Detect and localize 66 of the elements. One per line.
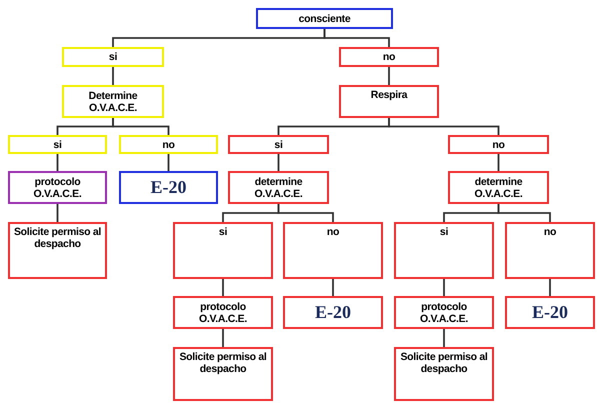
- flow-box: [256, 8, 393, 29]
- connector-line: [443, 329, 445, 347]
- connector-line: [278, 154, 280, 171]
- connector-line: [222, 279, 224, 296]
- flow-box: [448, 135, 549, 154]
- connector-line: [278, 204, 334, 222]
- box-text: protocolo O.V.A.C.E.: [419, 300, 469, 324]
- flow-box: [119, 135, 218, 154]
- flow-box: [339, 85, 439, 118]
- flow-box: [505, 222, 595, 279]
- box-text: no: [382, 51, 396, 63]
- flow-box: [448, 171, 549, 204]
- box-text: Solicite permiso al despacho: [178, 351, 268, 375]
- box-text: no: [326, 226, 340, 238]
- connector-line: [549, 279, 551, 296]
- box-text: E-20: [315, 302, 351, 323]
- flow-box: [173, 296, 273, 329]
- box-text: determine O.V.A.C.E.: [254, 176, 304, 200]
- connector-line: [56, 204, 58, 222]
- flow-box: [228, 135, 329, 154]
- connector-line: [112, 67, 114, 85]
- flow-box: [283, 222, 383, 279]
- flow-box: [394, 222, 494, 279]
- connector-line: [222, 329, 224, 347]
- flow-box: [283, 296, 383, 329]
- box-text: consciente: [298, 12, 350, 24]
- box-text: determine O.V.A.C.E.: [474, 176, 524, 200]
- box-text: si: [53, 138, 62, 150]
- box-text: si: [218, 226, 228, 238]
- connector-line: [498, 204, 551, 222]
- flow-box: [8, 171, 107, 204]
- box-text: Solicite permiso al despacho: [12, 226, 102, 250]
- connector-line: [112, 118, 170, 135]
- flow-box: [119, 171, 218, 204]
- connector-line: [388, 67, 390, 85]
- flow-box: [394, 296, 494, 329]
- flow-box: [339, 47, 439, 67]
- flow-box: [62, 47, 164, 67]
- flow-box: [505, 296, 595, 329]
- flow-box: [62, 85, 164, 118]
- connector-line: [443, 279, 445, 296]
- connector-line: [324, 29, 390, 47]
- connector-line: [56, 154, 58, 171]
- flow-box: [8, 222, 107, 279]
- box-text: Solicite permiso al despacho: [399, 351, 489, 375]
- box-text: E-20: [150, 177, 186, 198]
- flow-box: [173, 222, 273, 279]
- flow-box: [394, 347, 494, 401]
- box-text: si: [440, 226, 448, 238]
- connector-line: [388, 118, 500, 135]
- box-text: E-20: [532, 302, 568, 323]
- connector-line: [332, 279, 334, 296]
- flow-box: [228, 171, 329, 204]
- box-text: Respira: [370, 89, 408, 101]
- connector-line: [498, 154, 500, 171]
- box-text: si: [274, 138, 283, 150]
- box-text: no: [492, 138, 505, 150]
- box-text: si: [108, 51, 118, 63]
- connector-line: [168, 154, 170, 171]
- box-text: no: [544, 226, 556, 238]
- box-text: protocolo O.V.A.C.E.: [198, 300, 248, 324]
- box-text: no: [162, 138, 175, 150]
- box-text: Determine O.V.A.C.E.: [88, 90, 138, 114]
- flow-box: [173, 347, 273, 401]
- box-text: protocolo O.V.A.C.E.: [32, 176, 82, 200]
- flow-box: [8, 135, 107, 154]
